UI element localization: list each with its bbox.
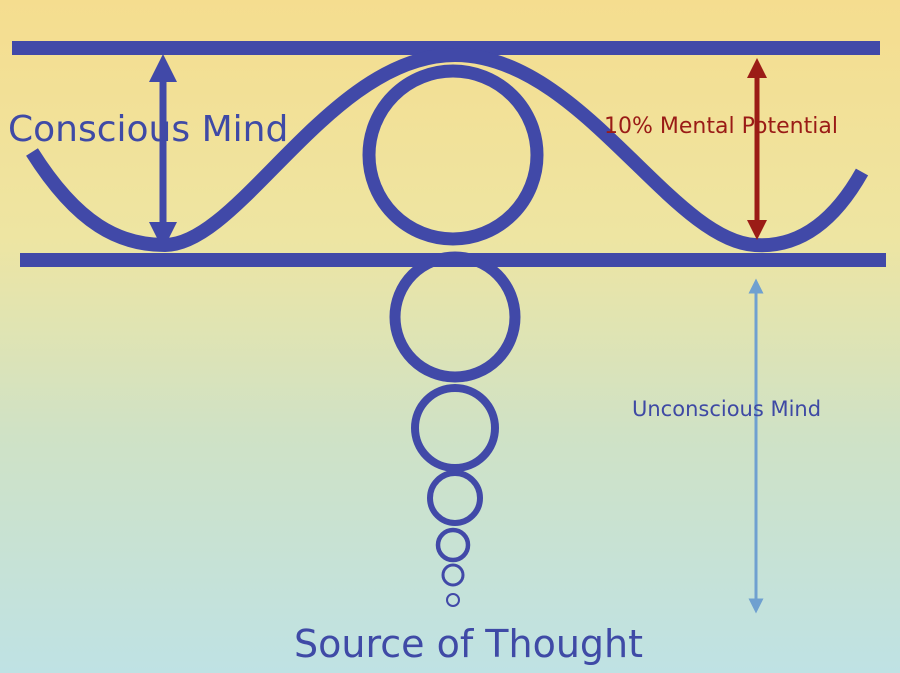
thought-bubble [411, 384, 499, 472]
thought-bubble [441, 563, 465, 587]
mental-potential-label: 10% Mental Potential [604, 114, 838, 139]
conscious-mind-label: Conscious Mind [8, 109, 289, 150]
unconscious-mind-label: Unconscious Mind [632, 397, 822, 421]
thought-bubble [427, 470, 483, 526]
thought-wave [26, 47, 869, 253]
source-of-thought-label: Source of Thought [294, 622, 644, 666]
thought-bubble [446, 593, 460, 607]
thought-bubble [389, 251, 521, 383]
conscious-thought-bubble [362, 64, 544, 246]
thought-bubble [435, 527, 471, 563]
